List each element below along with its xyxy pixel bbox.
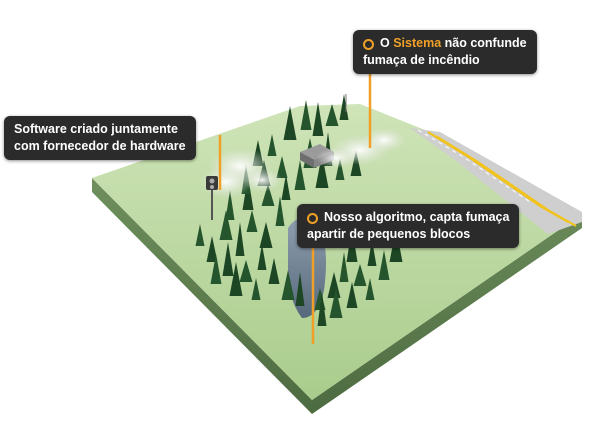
tree — [275, 196, 285, 226]
tree — [281, 270, 295, 300]
callout-algorithm: Nosso algoritmo, capta fumaça apartir de… — [297, 204, 520, 248]
callout-software: Software criado juntamente com fornecedo… — [4, 116, 196, 160]
marker-ring-icon — [307, 213, 318, 224]
tree — [335, 158, 345, 180]
tree — [276, 156, 288, 178]
tree — [225, 190, 235, 220]
tree — [346, 282, 358, 308]
camera-pole — [206, 176, 218, 220]
tree — [367, 240, 377, 266]
tree — [219, 210, 233, 240]
tree — [300, 100, 312, 130]
tree — [317, 292, 327, 326]
callout-left-line1: Software criado juntamente — [14, 122, 178, 136]
tree — [259, 222, 273, 248]
callout-top-line1: O Sistema não confunde — [363, 35, 527, 52]
tree — [222, 242, 234, 276]
tree — [229, 262, 243, 296]
tree — [339, 94, 349, 120]
tree — [257, 244, 267, 270]
tree — [365, 278, 375, 300]
tree — [235, 222, 245, 256]
tree — [210, 254, 222, 284]
tree — [195, 224, 205, 246]
tree — [283, 106, 297, 140]
tree — [281, 174, 291, 200]
highlight-word: Sistema — [393, 36, 442, 50]
tree — [315, 154, 329, 188]
callout-mid-line2: apartir de pequenos blocos — [307, 227, 471, 241]
tree — [339, 252, 349, 282]
tree — [261, 184, 275, 206]
tree — [267, 134, 277, 156]
tree — [312, 102, 324, 136]
callout-smoke-detection: O Sistema não confunde fumaça de incêndi… — [353, 30, 537, 74]
tree — [295, 272, 305, 306]
tree — [246, 210, 258, 232]
tree — [268, 258, 280, 284]
tree — [325, 104, 339, 126]
tree — [239, 260, 253, 282]
tree — [378, 250, 390, 280]
tree — [329, 288, 343, 318]
tree — [251, 278, 261, 300]
callout-top-line2: fumaça de incêndio — [363, 53, 480, 67]
tree — [327, 272, 341, 298]
tree — [294, 160, 306, 190]
callout-left-line2: com fornecedor de hardware — [14, 139, 186, 153]
road — [410, 128, 582, 234]
marker-ring-icon — [363, 39, 374, 50]
tree — [353, 264, 367, 286]
callout-mid-line1: Nosso algoritmo, capta fumaça — [307, 209, 509, 226]
tree — [206, 236, 218, 262]
smoke-clouds — [200, 128, 406, 198]
